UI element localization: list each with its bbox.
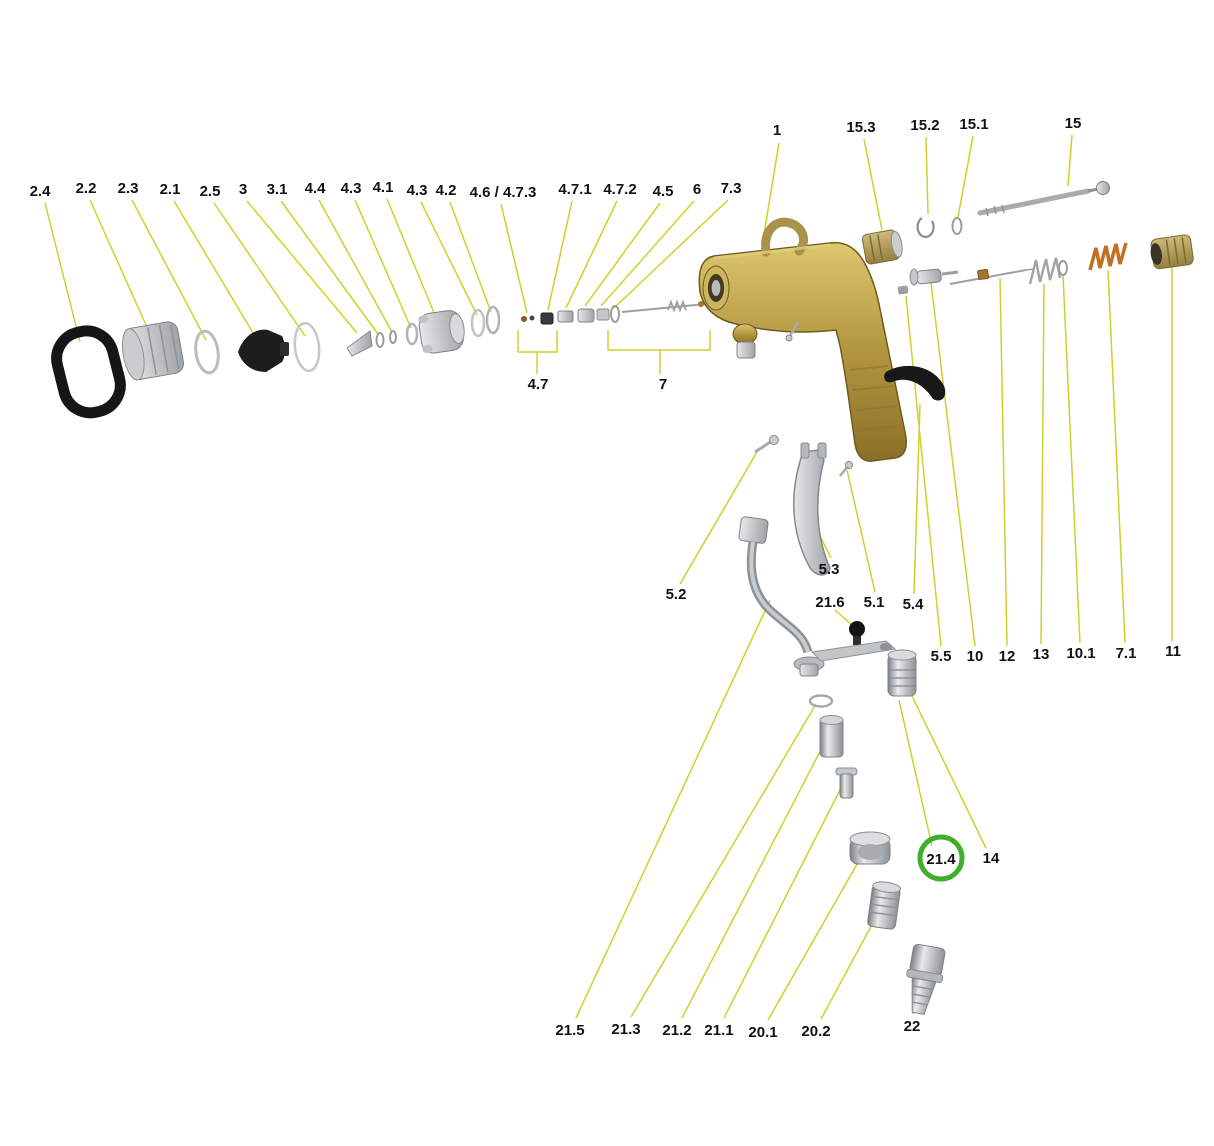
part-label-15: 15 [1065,115,1082,132]
part-fluid-tip [346,330,373,357]
part-label-1: 1 [773,122,781,139]
part-seal-ring [194,329,220,375]
part-label-4-3b: 4.3 [407,182,428,199]
part-lever-screw [839,461,853,477]
part-air-needle [949,268,1035,285]
part-label-6: 6 [693,181,701,198]
part-fitting-20-2 [867,881,902,930]
part-label-5-1: 5.1 [864,594,885,611]
part-label-11: 11 [1165,643,1181,660]
part-cup-lid [121,321,184,381]
part-nut-4-5 [577,308,595,323]
part-gland [557,310,574,323]
part-label-2-4: 2.4 [30,183,52,200]
part-label-7-3: 7.3 [721,180,742,197]
part-trigger [793,442,831,576]
part-label-4-3a: 4.3 [341,180,362,197]
part-label-4-2: 4.2 [436,182,457,199]
part-label-13: 13 [1033,646,1050,663]
part-label-2-3: 2.3 [118,180,139,197]
part-siphon-tube [738,516,825,677]
part-black-lever [884,365,946,401]
part-label-21-1: 21.1 [704,1022,733,1039]
part-labels: 2.4 2.2 2.3 2.1 2.5 3 3.1 4.4 4.3 4.1 4.… [30,115,1181,1041]
part-small-ring-1 [375,332,385,348]
part-label-21-5: 21.5 [555,1022,584,1039]
part-gun-body [698,217,907,462]
part-label-12: 12 [999,648,1016,665]
part-label-4-7-2: 4.7.2 [603,181,636,198]
part-trigger-screw [754,435,779,454]
part-label-21-4: 21.4 [926,851,956,868]
part-washer-ring [405,322,419,346]
part-label-5-2: 5.2 [666,586,687,603]
part-label-14: 14 [983,850,1000,867]
part-label-15-3: 15.3 [846,119,875,136]
part-seat-bead-2 [529,315,535,321]
part-label-15-1: 15.1 [959,116,988,133]
part-washer-10-1 [1058,260,1068,276]
part-ring-4-2 [485,305,501,335]
part-clamp-bar [810,621,897,662]
part-o-ring-15-1 [951,217,963,235]
part-o-ring-21-3 [808,694,834,708]
part-label-4-1: 4.1 [373,179,394,196]
part-cap-20-1 [849,831,891,865]
part-seat-bead [521,316,527,322]
part-label-4-4: 4.4 [305,180,327,197]
bracket-group-7 [607,330,711,374]
part-retaining-clip [916,217,935,238]
part-hose-barb [906,943,946,1015]
part-label-2-1: 2.1 [160,181,181,198]
part-label-7: 7 [659,376,667,393]
part-label-10: 10 [967,648,984,665]
part-label-5-5: 5.5 [931,648,952,665]
part-set-screw [785,321,800,342]
part-label-22: 22 [904,1018,921,1035]
part-label-3-1: 3.1 [267,181,288,198]
part-cup-handle [51,325,126,419]
part-small-ring-2 [389,330,397,344]
part-label-3: 3 [239,181,247,198]
part-label-4-7: 4.7 [528,376,549,393]
part-label-4-5: 4.5 [653,183,674,200]
part-label-5-3: 5.3 [819,561,840,578]
part-label-4-6-4-7-3: 4.6 / 4.7.3 [470,184,537,201]
bracket-group-4-7 [517,330,558,374]
exploded-parts [51,181,1194,1015]
part-ring-4-3 [470,308,486,338]
part-label-21-6: 21.6 [815,594,844,611]
part-label-21-3: 21.3 [611,1021,640,1038]
part-label-20-1: 20.1 [748,1024,777,1041]
part-small-valve [835,767,858,799]
part-fitting-15-3 [861,229,903,265]
part-spring-orange [1088,242,1128,271]
part-large-o-ring [293,321,321,373]
part-fitting-11 [1150,234,1194,270]
part-bushing-6 [596,308,610,321]
part-label-2-2: 2.2 [76,180,97,197]
part-valve-body [887,649,917,697]
part-black-diaphragm [238,329,289,372]
part-label-20-2: 20.2 [801,1023,830,1040]
part-label-21-2: 21.2 [662,1022,691,1039]
part-packing-nut [540,312,554,325]
part-label-2-5: 2.5 [200,183,221,200]
part-label-5-4: 5.4 [903,596,925,613]
part-label-15-2: 15.2 [910,117,939,134]
part-o-ring-7-3 [610,305,620,323]
part-air-cap [418,310,465,354]
part-sleeve [819,715,844,758]
part-label-10-1: 10.1 [1066,645,1095,662]
part-air-valve [897,268,959,295]
part-label-7-1: 7.1 [1116,645,1137,662]
part-label-4-7-1: 4.7.1 [558,181,591,198]
part-spring-13 [1028,257,1062,285]
highlight-circle-21-4 [917,834,965,882]
part-needle-assembly [621,299,707,313]
leader-lines [44,134,1173,1021]
part-adjustment-rod [977,181,1110,217]
